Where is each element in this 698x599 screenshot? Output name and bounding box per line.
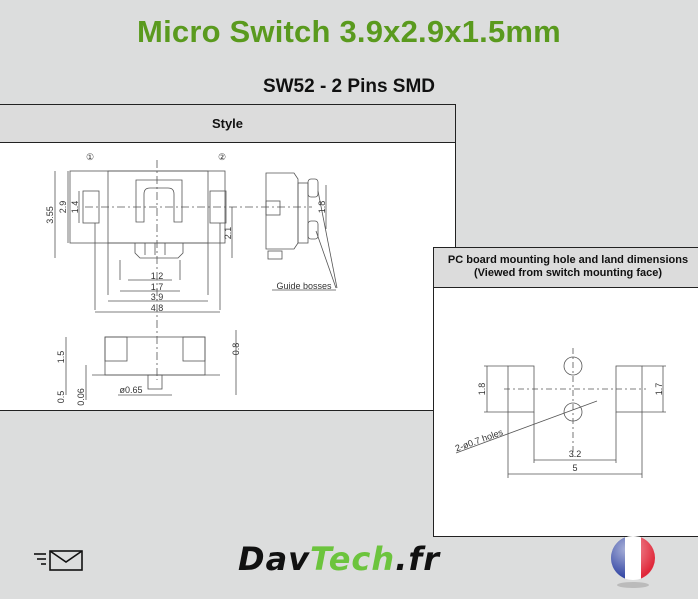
dim-3-2: 3.2 <box>569 449 582 459</box>
dim-1-7: 1.7 <box>654 383 664 396</box>
pcb-mounting-panel: PC board mounting hole and land dimensio… <box>433 247 698 537</box>
page-title: Micro Switch 3.9x2.9x1.5mm <box>137 14 561 49</box>
dim-1-2: 1.2 <box>151 271 164 281</box>
holes-label: 2-ø0.7 holes <box>454 427 505 454</box>
dim-1-4: 1.4 <box>70 201 80 214</box>
davtech-logo[interactable]: DavTech.fr <box>238 540 441 578</box>
dim-1-5: 1.5 <box>56 351 66 364</box>
style-drawing-panel: Style <box>0 104 456 411</box>
guide-bosses-label: Guide bosses <box>276 281 332 291</box>
dim-3-9: 3.9 <box>151 292 164 302</box>
french-flag-icon[interactable] <box>610 535 656 594</box>
page-subtitle: SW52 - 2 Pins SMD <box>262 76 436 97</box>
dim-2-9: 2.9 <box>58 201 68 214</box>
dim-5: 5 <box>572 463 577 473</box>
dim-0-06: 0.06 <box>76 388 86 406</box>
pcb-header-line2: (Viewed from switch mounting face) <box>473 267 663 279</box>
dim-4-8: 4.8 <box>151 303 164 313</box>
pcb-technical-drawing: 1.8 1.7 2-ø0.7 holes 3.2 5 <box>454 348 666 478</box>
dim-0-5: 0.5 <box>56 391 66 404</box>
style-technical-drawing: ① ② 3.55 2.9 1.4 2.1 1.8 1.2 1.7 3.9 4.8… <box>45 152 338 406</box>
style-panel-header: Style <box>0 105 455 143</box>
mail-icon[interactable] <box>32 549 86 578</box>
dim-1-7: 1.7 <box>151 282 164 292</box>
pin2-label: ② <box>218 152 226 162</box>
dim-2-1: 2.1 <box>223 227 233 240</box>
pcb-panel-header: PC board mounting hole and land dimensio… <box>434 248 698 288</box>
dim-dia-0-65: ø0.65 <box>119 385 142 395</box>
dim-1-8: 1.8 <box>477 383 487 396</box>
dim-1-8: 1.8 <box>317 201 327 214</box>
dim-0-8: 0.8 <box>231 343 241 356</box>
pcb-header-line1: PC board mounting hole and land dimensio… <box>447 254 689 266</box>
pin1-label: ① <box>86 152 94 162</box>
dim-3-55: 3.55 <box>45 206 55 224</box>
